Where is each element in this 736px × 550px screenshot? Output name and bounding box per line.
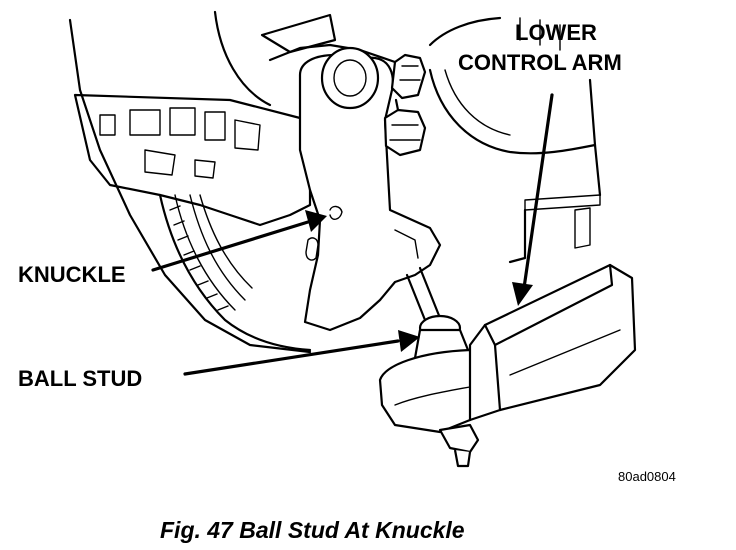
callout-arrows <box>151 93 554 376</box>
label-control-arm: CONTROL ARM <box>458 50 622 75</box>
label-ball-stud: BALL STUD <box>18 366 142 391</box>
figure-ref-code: 80ad0804 <box>618 469 676 484</box>
figure-caption: Fig. 47 Ball Stud At Knuckle <box>160 517 465 543</box>
ball-stud-joint <box>378 314 492 468</box>
illustration <box>68 10 637 468</box>
rotor-hub <box>428 16 602 264</box>
bolts <box>383 53 427 157</box>
top-cover <box>260 13 397 64</box>
knuckle-body <box>298 46 442 332</box>
label-knuckle: KNUCKLE <box>18 262 126 287</box>
tire <box>68 10 312 354</box>
lower-control-arm <box>468 263 637 422</box>
link-rod <box>405 266 442 322</box>
label-lower: LOWER <box>515 20 597 45</box>
